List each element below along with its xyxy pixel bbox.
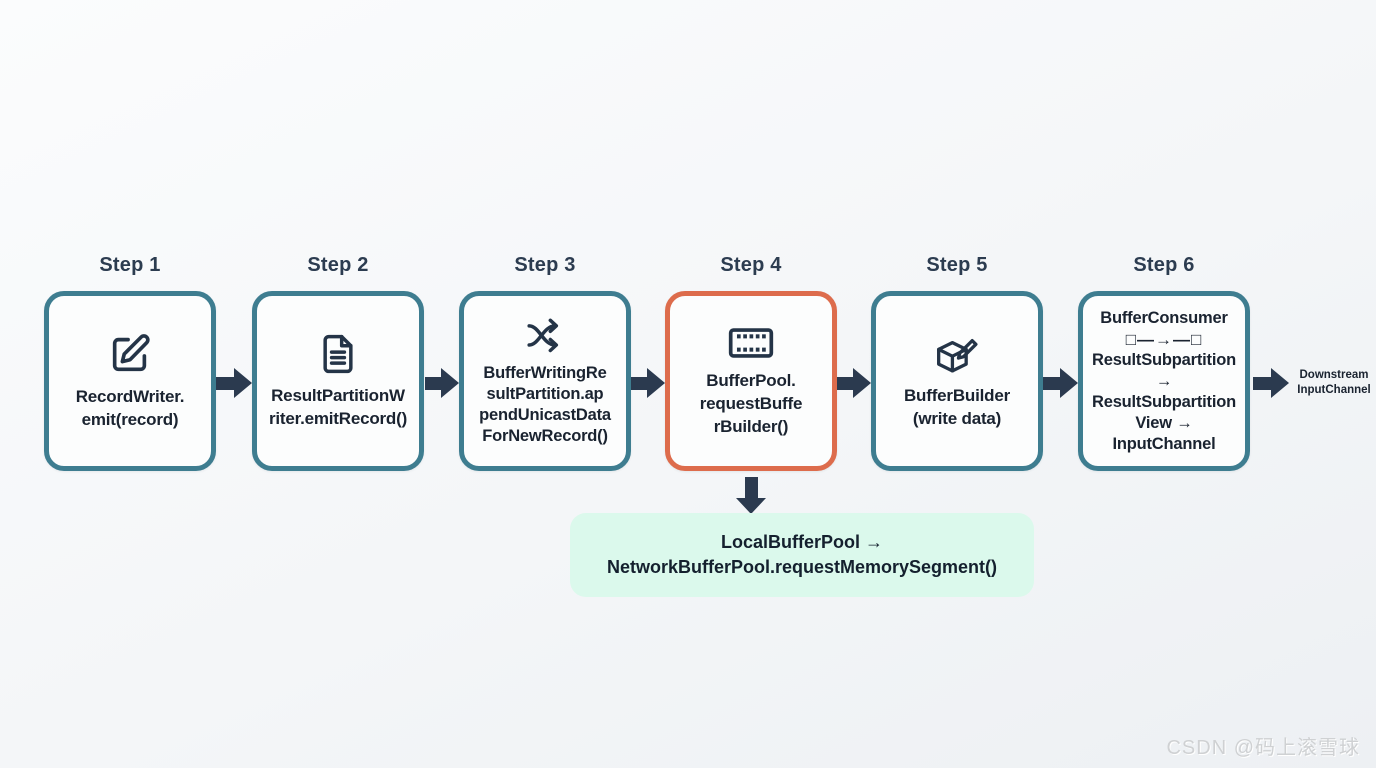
edit-icon <box>107 331 153 377</box>
step-1-box: RecordWriter. emit(record) <box>44 291 216 471</box>
step-1-text: RecordWriter. emit(record) <box>75 387 185 429</box>
flow-arrow-5-6 <box>1043 368 1078 398</box>
step-4-text: BufferPool. requestBuffe rBuilder() <box>699 370 803 436</box>
step-6-box: BufferConsumer □—→—□ ResultSubpartition … <box>1078 291 1250 471</box>
file-text-icon <box>316 332 360 376</box>
downstream-label: Downstream InputChannel <box>1297 369 1371 396</box>
step-4-box: BufferPool. requestBuffe rBuilder() <box>665 291 837 471</box>
note-line-2: NetworkBufferPool.requestMemorySegment() <box>606 557 998 577</box>
step-2-text: ResultPartitionW riter.emitRecord() <box>268 386 408 428</box>
step-5-text: BufferBuilder (write data) <box>903 386 1011 428</box>
step-3-box: BufferWritingRe sultPartition.ap pendUni… <box>459 291 631 471</box>
step-4-title: Step 4 <box>720 254 782 276</box>
buffer-pool-note: LocalBufferPool → NetworkBufferPool.requ… <box>570 513 1034 597</box>
flow-arrow-step4-note <box>736 477 766 514</box>
step-3-title: Step 3 <box>514 254 576 276</box>
step-1: Step 1 RecordWriter. emit(record) <box>44 254 216 471</box>
step-6: Step 6 BufferConsumer □—→—□ ResultSubpar… <box>1078 254 1250 471</box>
step-3-text: BufferWritingRe sultPartition.ap pendUni… <box>479 364 611 445</box>
note-line-1: LocalBufferPool → <box>720 532 883 552</box>
step-2-box: ResultPartitionW riter.emitRecord() <box>252 291 424 471</box>
flow-arrow-3-4 <box>631 368 665 398</box>
step-5-title: Step 5 <box>926 254 988 276</box>
shuffle-icon <box>520 315 570 355</box>
step-2-title: Step 2 <box>307 254 369 276</box>
step-6-text: BufferConsumer □—→—□ ResultSubpartition … <box>1092 308 1236 453</box>
step-5: Step 5 BufferBuilder (write data) <box>871 254 1043 471</box>
flow-arrow-1-2 <box>216 368 252 398</box>
csdn-watermark: CSDN @码上滚雪球 <box>1166 737 1360 759</box>
step-3: Step 3 BufferWritingRe sultPartition.ap … <box>459 254 631 471</box>
flow-arrow-2-3 <box>425 368 459 398</box>
buffer-chain-glyph: □—→—□ <box>1125 329 1203 349</box>
step-6-title: Step 6 <box>1133 254 1195 276</box>
film-buffer-icon <box>727 325 775 361</box>
step-5-box: BufferBuilder (write data) <box>871 291 1043 471</box>
flow-arrow-4-5 <box>837 368 871 398</box>
cube-edit-icon <box>932 332 982 376</box>
step-2: Step 2 ResultPartitionW riter.emitRecord… <box>252 254 424 471</box>
flow-arrow-downstream <box>1253 368 1289 398</box>
step-4: Step 4 <box>665 254 837 471</box>
step-1-title: Step 1 <box>99 254 161 276</box>
